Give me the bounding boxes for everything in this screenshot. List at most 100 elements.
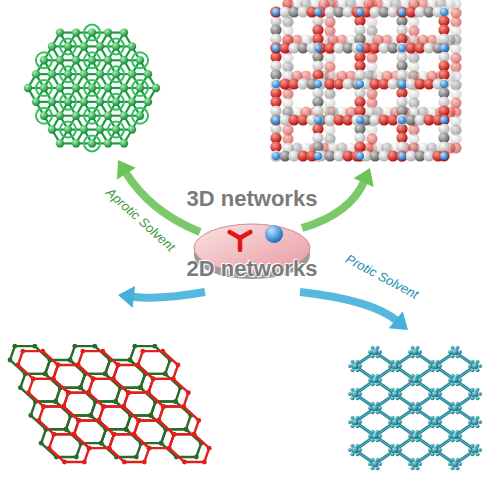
green-3d-network-part: [84, 108, 100, 124]
honeycomb-2d-network-part: [138, 385, 143, 390]
green-3d-network-part: [108, 38, 124, 54]
teal-2d-network-part: [455, 366, 475, 380]
teal-2d-network-part: [375, 408, 395, 422]
teal-2d-network-part: [415, 450, 435, 464]
teal-2d-network-part: [435, 394, 455, 408]
teal-2d-network-part: [355, 408, 375, 422]
teal-2d-network-part: [435, 366, 455, 380]
teal-2d-network-part: [392, 363, 398, 369]
green-3d-network-part: [24, 84, 32, 92]
green-3d-network-part: [64, 125, 72, 133]
green-3d-network-part: [104, 112, 112, 120]
teal-2d-network-part: [418, 406, 422, 410]
honeycomb-2d-network-part: [12, 344, 17, 349]
green-3d-network-part: [36, 52, 52, 68]
honeycomb-2d-network-part: [103, 371, 108, 376]
teal-2d-network-part: [415, 380, 435, 394]
honeycomb-2d-network-part: [66, 390, 71, 395]
spacefill-3d-network-part: [356, 152, 364, 160]
teal-2d-network-part: [395, 352, 415, 366]
teal-2d-network-part: [435, 436, 455, 450]
spacefill-3d-network-part: [270, 150, 281, 161]
honeycomb-2d-network-part: [16, 363, 21, 368]
honeycomb-2d-network-part: [52, 432, 57, 437]
honeycomb-2d-network-part: [68, 358, 73, 363]
teal-2d-network-part: [368, 462, 372, 466]
spacefill-3d-network-part: [314, 152, 322, 160]
spacefill-3d-network-part: [314, 80, 322, 88]
spacefill-3d-network-part: [314, 44, 322, 52]
network-label: 2D networks: [177, 256, 327, 282]
teal-2d-network-part: [438, 448, 442, 452]
honeycomb-2d-network-part: [136, 418, 141, 423]
spacefill-3d-network-part: [396, 42, 407, 53]
teal-2d-network-part: [355, 450, 375, 464]
green-3d-network-part: [88, 56, 96, 64]
teal-2d-network-part: [418, 434, 422, 438]
honeycomb-2d-network-part: [124, 427, 129, 432]
teal-2d-network-part: [415, 352, 435, 366]
honeycomb-2d-network-part: [18, 351, 58, 379]
teal-2d-network-part: [372, 461, 378, 467]
honeycomb-2d-network-part: [91, 376, 96, 381]
teal-2d-network-part: [355, 352, 375, 366]
teal-2d-network-part: [375, 380, 395, 394]
teal-2d-network-part: [448, 406, 452, 410]
teal-2d-network-part: [415, 366, 435, 380]
spacefill-3d-network-part: [356, 8, 364, 16]
teal-2d-network-part: [348, 364, 352, 368]
teal-2d-network-part: [375, 380, 395, 394]
honeycomb-2d-network-part: [173, 399, 178, 404]
teal-2d-network-part: [375, 394, 395, 408]
spacefill-3d-network-part: [272, 116, 280, 124]
green-3d-network-part: [48, 70, 56, 78]
spacefill-3d-network-part: [272, 80, 280, 88]
teal-2d-network-part: [355, 394, 375, 408]
honeycomb-2d-network-part: [122, 460, 127, 465]
green-3d-network-part: [60, 66, 76, 82]
teal-2d-network-part: [368, 378, 372, 382]
teal-2d-network-part: [375, 450, 395, 464]
honeycomb-2d-network-part: [53, 399, 58, 404]
honeycomb-2d-network-part: [111, 376, 116, 381]
teal-2d-network-part: [395, 394, 415, 408]
honeycomb-2d-network-part: [121, 404, 126, 409]
honeycomb-2d-network-part: [36, 418, 41, 423]
teal-2d-network-part: [355, 352, 375, 366]
honeycomb-2d-network-part: [116, 363, 121, 368]
honeycomb-2d-network-part: [194, 455, 199, 460]
solvent-arrows-part: [300, 292, 397, 321]
honeycomb-2d-network-part: [53, 399, 58, 404]
spacefill-3d-network-part: [440, 8, 448, 16]
honeycomb-2d-network-part: [100, 349, 105, 354]
teal-2d-network-part: [428, 364, 432, 368]
green-3d-network-part: [104, 28, 112, 36]
green-3d-network-part: [132, 80, 148, 96]
honeycomb-2d-network-part: [176, 363, 181, 368]
spacefill-3d-network-part: [356, 44, 364, 52]
honeycomb-2d-network-part: [121, 404, 126, 409]
spacefill-3d-network-part: [314, 8, 322, 16]
green-3d-network-part: [132, 108, 148, 124]
teal-2d-network-part: [395, 436, 415, 450]
spacefill-3d-network-part: [272, 152, 280, 160]
honeycomb-2d-network-part: [192, 432, 197, 437]
teal-2d-network-part: [458, 350, 462, 354]
teal-2d-network-part: [435, 380, 455, 394]
teal-2d-network-part: [435, 450, 455, 464]
honeycomb-2d-network-part: [92, 344, 97, 349]
solvent-arrows-part: [354, 168, 374, 187]
teal-2d-network-part: [355, 436, 375, 450]
teal-2d-network-part: [452, 433, 458, 439]
teal-2d-network-part: [435, 422, 455, 436]
teal-2d-network-part: [355, 366, 375, 380]
honeycomb-2d-network-part: [64, 427, 69, 432]
teal-2d-network-part: [408, 350, 412, 354]
teal-2d-network-part: [392, 391, 398, 397]
spacefill-3d-network-part: [396, 6, 407, 17]
honeycomb-2d-network-part: [68, 358, 73, 363]
teal-2d-network-part: [388, 448, 392, 452]
teal-2d-network-part: [412, 405, 418, 411]
spacefill-3d-network-part: [398, 152, 406, 160]
honeycomb-2d-network-part: [147, 446, 152, 451]
